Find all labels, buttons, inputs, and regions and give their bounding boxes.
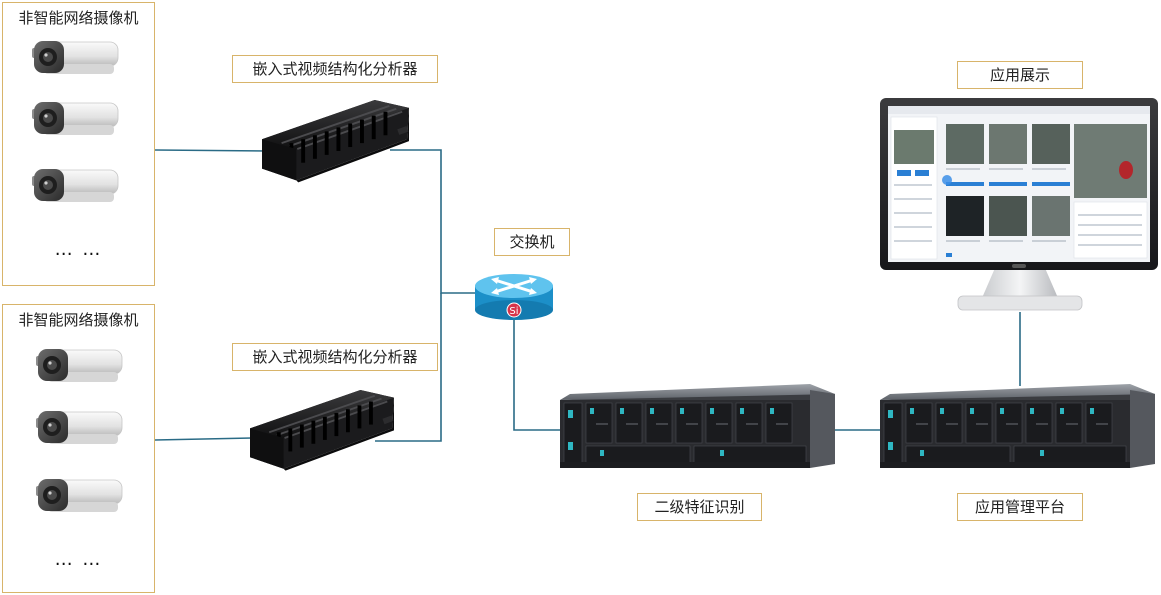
management-platform-label: 应用管理平台 <box>957 493 1083 521</box>
camera-icon <box>31 101 119 136</box>
link-cameras-bottom-to-analyzer <box>154 437 253 441</box>
camera-icon <box>31 168 119 203</box>
link-switch-to-recognition <box>513 310 560 431</box>
connection-lines <box>154 149 1021 442</box>
switch-label: 交换机 <box>494 228 570 256</box>
more-cameras-ellipsis: … … <box>54 239 103 260</box>
switch-badge-text: Si <box>509 306 518 317</box>
analyzer-top-label: 嵌入式视频结构化分析器 <box>232 55 438 83</box>
link-analyzer-bottom-to-switch <box>375 293 442 442</box>
camera-icon <box>31 40 119 75</box>
analyzer-bottom-label: 嵌入式视频结构化分析器 <box>232 343 438 371</box>
analyzer-top-icon <box>260 98 411 185</box>
monitor-icon <box>880 98 1158 311</box>
analyzer-bottom-icon <box>248 388 396 473</box>
switch-icon: Si <box>475 274 553 320</box>
link-cameras-top-to-analyzer <box>154 149 269 152</box>
more-cameras-ellipsis: … … <box>54 549 103 570</box>
monitor-screen-content <box>890 116 1148 260</box>
feature-recognition-label: 二级特征识别 <box>637 493 762 521</box>
camera-group-title: 非智能网络摄像机 <box>18 9 139 27</box>
camera-icon <box>35 410 123 445</box>
camera-icon <box>35 348 123 383</box>
management-platform-server-icon <box>879 383 1156 469</box>
camera-icon <box>35 478 123 513</box>
feature-recognition-server-icon <box>559 383 836 469</box>
display-label: 应用展示 <box>957 61 1083 89</box>
camera-group-title: 非智能网络摄像机 <box>18 311 139 329</box>
link-analyzer-top-to-switch <box>390 149 478 294</box>
